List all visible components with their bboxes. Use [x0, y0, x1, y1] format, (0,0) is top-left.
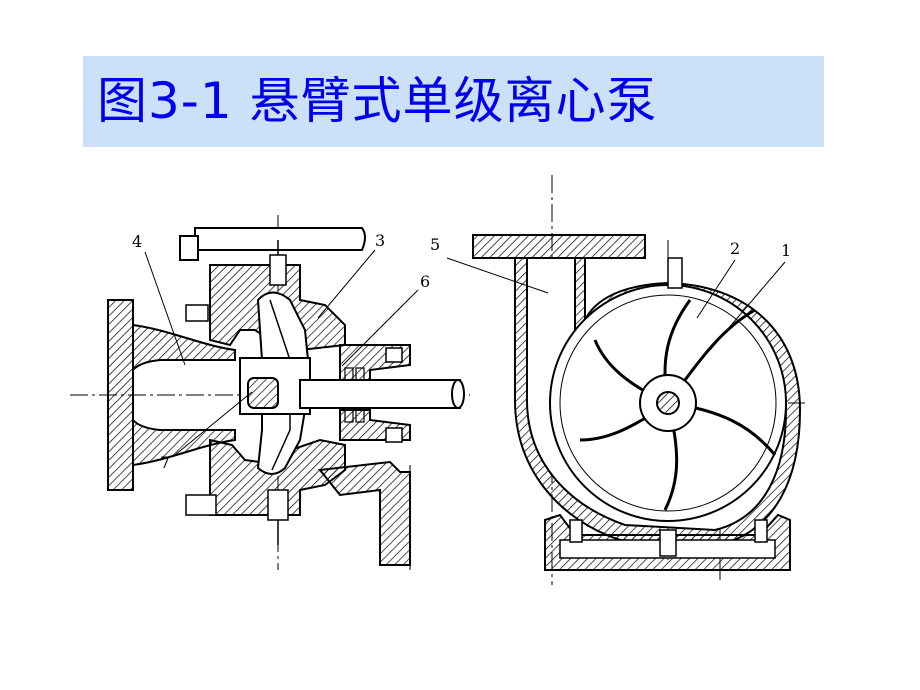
impeller-blades [579, 299, 777, 511]
lower-casing [209, 438, 346, 516]
volute-bolts [569, 257, 768, 557]
label-4: 4 [132, 232, 142, 251]
label-6: 6 [420, 272, 430, 291]
top-flange [194, 227, 366, 251]
top-flange-bolt [179, 235, 199, 261]
inlet-flange [107, 299, 134, 491]
label-5: 5 [430, 235, 440, 254]
suction-pipe [132, 323, 236, 373]
discharge-flange [472, 234, 646, 259]
title-banner: 图3-1 悬臂式单级离心泵 [83, 56, 824, 147]
packing-rings [344, 367, 365, 423]
left-callouts [144, 249, 419, 456]
casing-studs [185, 240, 403, 545]
sectional-view [70, 215, 470, 570]
suction-pipe-lower [132, 417, 236, 467]
shaft [299, 379, 461, 409]
label-7: 7 [160, 453, 170, 472]
support-bracket [318, 460, 411, 566]
page-title: 图3-1 悬臂式单级离心泵 [97, 72, 658, 130]
label-1: 1 [781, 241, 791, 260]
volute-view [472, 175, 805, 585]
label-3: 3 [375, 231, 385, 250]
right-callouts [446, 257, 786, 351]
label-2: 2 [730, 239, 740, 258]
